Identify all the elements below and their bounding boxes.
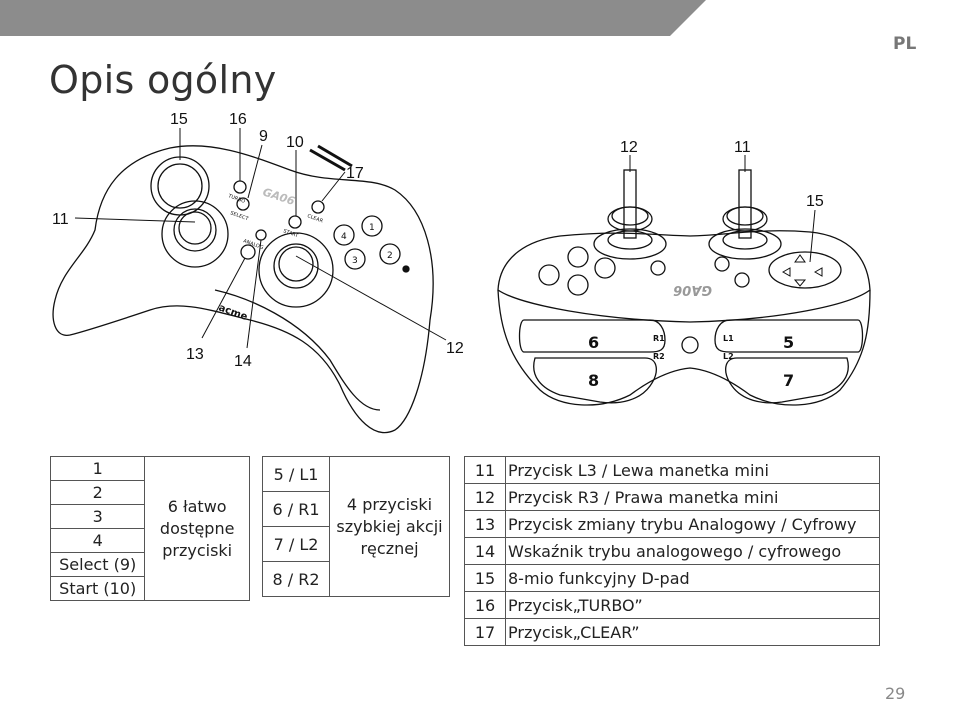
acme-logo: acme bbox=[217, 302, 249, 323]
controller-diagrams: GA06 acme TURBO SELECT START CLEAR ANALO… bbox=[52, 111, 871, 434]
row-text: Wskaźnik trybu analogowego / cyfrowego bbox=[505, 537, 880, 565]
table2-desc: 4 przyciski szybkiej akcji ręcznej bbox=[329, 456, 450, 597]
select-label: SELECT bbox=[229, 210, 250, 222]
l2-label: L2 bbox=[723, 352, 734, 361]
trigger-8: 8 bbox=[588, 371, 599, 390]
table2-cell: 5 / L1 bbox=[262, 456, 330, 492]
row-text: 8-mio funkcyjny D-pad bbox=[505, 564, 880, 592]
l1-label: L1 bbox=[723, 334, 734, 343]
row-text: Przycisk R3 / Prawa manetka mini bbox=[505, 483, 880, 511]
row-number: 14 bbox=[464, 537, 506, 565]
callout-11-top: 11 bbox=[734, 139, 751, 156]
table1-cell: 2 bbox=[49, 480, 146, 505]
trigger-6: 6 bbox=[588, 333, 599, 352]
face-button-2: 2 bbox=[387, 251, 393, 261]
row-number: 16 bbox=[464, 591, 506, 619]
table1-cell: 1 bbox=[49, 456, 146, 481]
trigger-5: 5 bbox=[783, 333, 794, 352]
table1-cell: 3 bbox=[49, 504, 146, 529]
start-label: START bbox=[282, 228, 299, 239]
face-button-1: 1 bbox=[369, 223, 375, 233]
table1-desc: 6 łatwo dostępne przyciski bbox=[144, 456, 250, 601]
row-number: 12 bbox=[464, 483, 506, 511]
callout-14: 14 bbox=[234, 353, 252, 370]
table1-cell: Start (10) bbox=[49, 576, 146, 601]
callout-15-top: 15 bbox=[806, 193, 824, 210]
table1-cell: 4 bbox=[49, 528, 146, 553]
page-title: Opis ogólny bbox=[49, 58, 277, 102]
row-number: 15 bbox=[464, 564, 506, 592]
r1-label: R1 bbox=[653, 334, 665, 343]
row-number: 17 bbox=[464, 618, 506, 646]
row-number: 11 bbox=[464, 456, 506, 484]
controller-top-view bbox=[497, 169, 871, 406]
callout-12-top: 12 bbox=[620, 139, 638, 156]
table2-cell: 8 / R2 bbox=[262, 561, 330, 597]
callout-15-front: 15 bbox=[170, 111, 188, 128]
callout-13: 13 bbox=[186, 346, 204, 363]
callout-12-front: 12 bbox=[446, 340, 464, 357]
row-text: Przycisk„CLEAR” bbox=[505, 618, 880, 646]
brand-label-top: GA06 bbox=[673, 282, 712, 297]
language-label: PL bbox=[893, 34, 917, 54]
callout-10: 10 bbox=[286, 134, 304, 151]
row-text: Przycisk„TURBO” bbox=[505, 591, 880, 619]
brand-label-front: GA06 bbox=[261, 185, 297, 208]
callout-9: 9 bbox=[259, 128, 268, 145]
table2-cell: 7 / L2 bbox=[262, 526, 330, 562]
face-button-3: 3 bbox=[352, 256, 358, 266]
face-button-4: 4 bbox=[341, 232, 347, 242]
turbo-label: TURBO bbox=[226, 193, 245, 205]
leader-lines-front bbox=[74, 128, 447, 349]
leader-15-top bbox=[809, 209, 816, 263]
header-bar bbox=[0, 0, 706, 36]
clear-label: CLEAR bbox=[306, 213, 324, 224]
row-text: Przycisk L3 / Lewa manetka mini bbox=[505, 456, 880, 484]
page-number: 29 bbox=[885, 684, 906, 703]
table1-cell: Select (9) bbox=[49, 552, 146, 577]
table2-cell: 6 / R1 bbox=[262, 491, 330, 527]
callout-11-front: 11 bbox=[52, 211, 69, 228]
row-text: Przycisk zmiany trybu Analogowy / Cyfrow… bbox=[505, 510, 880, 538]
row-number: 13 bbox=[464, 510, 506, 538]
controller-front-view bbox=[52, 144, 434, 434]
r2-label: R2 bbox=[653, 352, 665, 361]
callout-17: 17 bbox=[346, 165, 364, 182]
callout-16: 16 bbox=[229, 111, 247, 128]
trigger-7: 7 bbox=[783, 371, 794, 390]
